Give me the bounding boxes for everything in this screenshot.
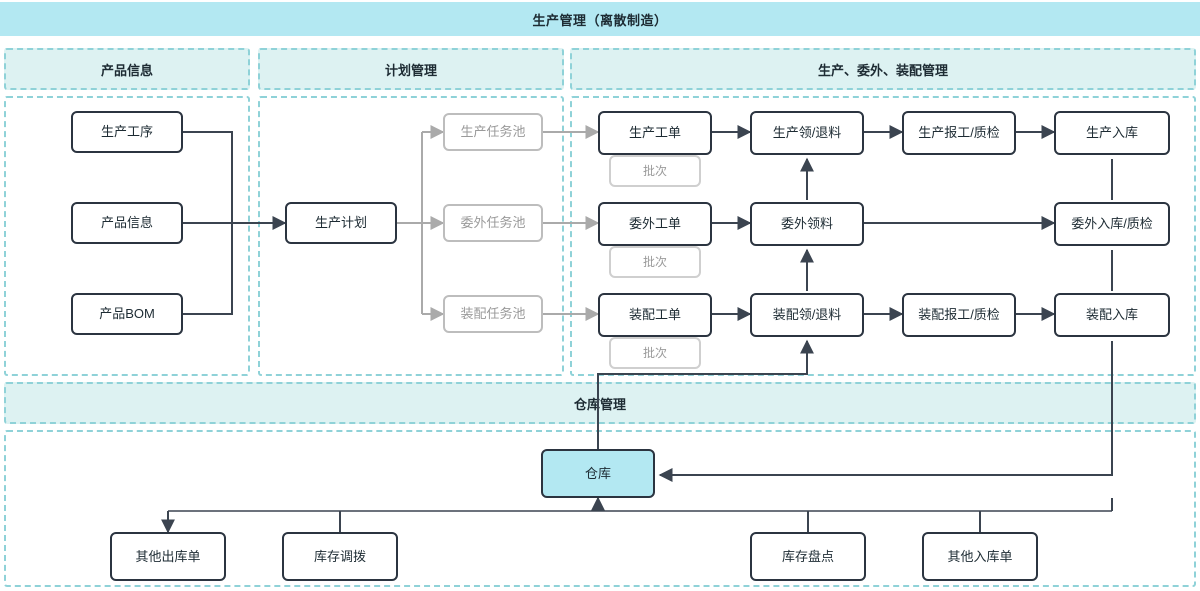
node-report-production[interactable]: 生产报工/质检 <box>902 111 1016 155</box>
section-header-production: 生产、委外、装配管理 <box>570 48 1196 90</box>
node-batch-assembly[interactable]: 批次 <box>609 337 701 369</box>
node-pick-outsourcing[interactable]: 委外领料 <box>750 202 864 246</box>
node-product-info[interactable]: 产品信息 <box>71 202 183 244</box>
section-header-warehouse: 仓库管理 <box>4 382 1196 424</box>
node-in-production[interactable]: 生产入库 <box>1054 111 1170 155</box>
section-title-warehouse: 仓库管理 <box>573 396 626 412</box>
node-pick-production[interactable]: 生产领/退料 <box>750 111 864 155</box>
node-warehouse[interactable]: 仓库 <box>541 449 655 498</box>
section-body-plan-management <box>258 96 564 376</box>
section-header-product-info: 产品信息 <box>4 48 250 90</box>
node-order-assembly[interactable]: 装配工单 <box>598 293 712 337</box>
node-order-production[interactable]: 生产工单 <box>598 111 712 155</box>
node-product-process[interactable]: 生产工序 <box>71 111 183 153</box>
node-order-outsourcing[interactable]: 委外工单 <box>598 202 712 246</box>
node-in-outsourcing[interactable]: 委外入库/质检 <box>1054 202 1170 246</box>
page-title: 生产管理（离散制造） <box>0 2 1200 36</box>
node-other-outbound[interactable]: 其他出库单 <box>110 532 226 581</box>
node-pool-assembly[interactable]: 装配任务池 <box>443 295 543 333</box>
node-pool-outsourcing[interactable]: 委外任务池 <box>443 204 543 242</box>
section-title-plan-management: 计划管理 <box>384 62 437 78</box>
node-stock-transfer[interactable]: 库存调拨 <box>282 532 398 581</box>
page-title-text: 生产管理（离散制造） <box>532 12 668 28</box>
node-in-assembly[interactable]: 装配入库 <box>1054 293 1170 337</box>
section-body-product-info <box>4 96 250 376</box>
section-header-plan-management: 计划管理 <box>258 48 564 90</box>
node-other-inbound[interactable]: 其他入库单 <box>922 532 1038 581</box>
node-stock-count[interactable]: 库存盘点 <box>750 532 866 581</box>
node-batch-production[interactable]: 批次 <box>609 155 701 187</box>
node-batch-outsourcing[interactable]: 批次 <box>609 246 701 278</box>
section-title-product-info: 产品信息 <box>100 62 153 78</box>
node-report-assembly[interactable]: 装配报工/质检 <box>902 293 1016 337</box>
node-pool-production[interactable]: 生产任务池 <box>443 113 543 151</box>
section-title-production: 生产、委外、装配管理 <box>817 62 948 78</box>
node-production-plan[interactable]: 生产计划 <box>285 202 397 244</box>
node-pick-assembly[interactable]: 装配领/退料 <box>750 293 864 337</box>
node-product-bom[interactable]: 产品BOM <box>71 293 183 335</box>
